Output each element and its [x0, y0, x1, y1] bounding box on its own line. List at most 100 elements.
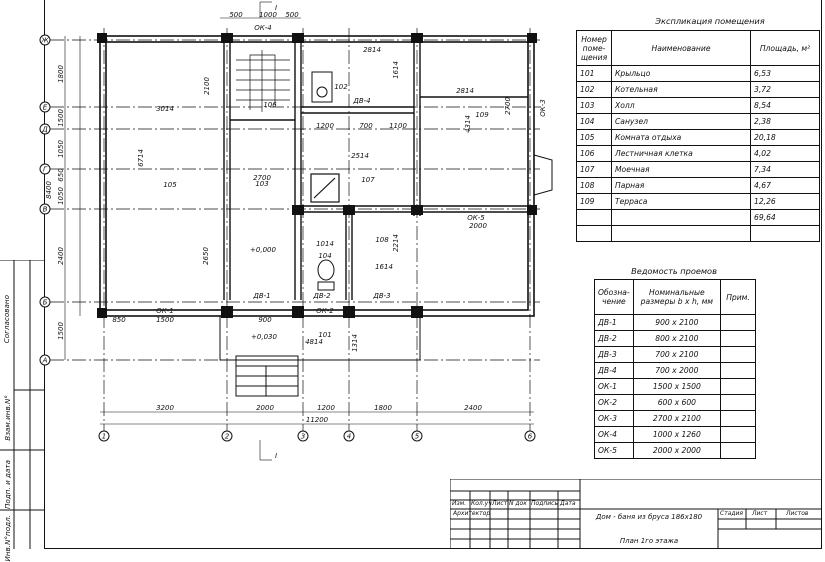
dim-6714: 6714 — [137, 149, 145, 167]
room-area: 4,02 — [750, 145, 820, 162]
opening-note — [720, 394, 756, 411]
dim-1614: 1614 — [375, 263, 393, 271]
door-dv3: ДВ-3 — [372, 292, 390, 300]
opening-note — [720, 378, 756, 395]
opening-note — [720, 426, 756, 443]
room-name: Терраса — [611, 193, 751, 210]
opening-note — [720, 346, 756, 363]
stamp-col-sign: Подпись — [531, 500, 558, 507]
room-tag-105: 105 — [163, 181, 177, 189]
opening-size: 1000 x 1260 — [632, 426, 722, 443]
top-dim-1: 500 — [229, 11, 243, 19]
dim-2814-right: 2814 — [456, 87, 474, 95]
blank-cell — [611, 225, 751, 242]
opening-size: 900 x 2100 — [632, 314, 722, 331]
door-dv4: ДВ-4 — [352, 97, 370, 105]
room-name: Крыльцо — [611, 65, 751, 82]
axis-label-2: 2 — [225, 433, 230, 441]
room-area: 4,67 — [750, 177, 820, 194]
axis-label-6: 6 — [528, 433, 533, 441]
stamp-sheets: Листов — [786, 510, 809, 517]
left-dim-1500: 1500 — [57, 109, 65, 127]
room-tag-104: 104 — [318, 252, 331, 260]
rooms-col-area: Площадь, м² — [750, 30, 820, 66]
level-plus-0000: +0,000 — [250, 246, 276, 254]
room-number: 104 — [576, 113, 612, 130]
room-area: 8,54 — [750, 97, 820, 114]
opening-size: 700 x 2100 — [632, 346, 722, 363]
top-dim-2: 1000 — [259, 11, 277, 19]
openings-col-mark: Обозна- чение — [594, 279, 634, 315]
opening-size: 1500 x 1500 — [632, 378, 722, 395]
opening-note — [720, 442, 756, 459]
room-number: 103 — [576, 97, 612, 114]
dim-2514: 2514 — [351, 152, 369, 160]
room-number: 106 — [576, 145, 612, 162]
room-number: 107 — [576, 161, 612, 178]
window-ok3: ОК-3 — [539, 99, 547, 116]
top-dim-3: 500 — [285, 11, 299, 19]
bottom-dim-3: 1200 — [317, 404, 335, 412]
stamp-sheet-name: План 1го этажа — [619, 537, 679, 545]
level-plus-0030: +0,030 — [251, 333, 277, 341]
opening-mark: ОК-2 — [594, 394, 634, 411]
room-tag-103: 103 — [255, 180, 268, 188]
table-row-total: 69,64 — [576, 209, 820, 226]
room-tag-109: 109 — [475, 111, 489, 119]
door-dv1: ДВ-1 — [252, 292, 270, 300]
dim-1014: 1014 — [316, 240, 334, 248]
axis-label-v: В — [43, 206, 48, 214]
stamp-col-date: Дата — [560, 500, 576, 507]
side-inv: Взам.инв.N° — [3, 395, 12, 441]
window-ok2: ОК-2 — [316, 307, 334, 315]
openings-table-title: Ведомость проемов — [631, 266, 717, 276]
opening-size: 2000 x 2000 — [632, 442, 722, 459]
room-tag-108: 108 — [375, 236, 389, 244]
axis-label-zh: Ж — [40, 37, 49, 45]
axis-label-d: Д — [41, 126, 48, 134]
room-name: Парная — [611, 177, 751, 194]
stamp-col-list: Лист — [492, 500, 508, 507]
left-dim-1050-a: 1050 — [57, 140, 65, 158]
axis-label-1: 1 — [102, 433, 106, 441]
room-area: 3,72 — [750, 81, 820, 98]
bottom-dim-2: 2000 — [256, 404, 274, 412]
dim-850: 850 — [112, 316, 126, 324]
room-name: Лестничная клетка — [611, 145, 751, 162]
dim-2000-ok5: 2000 — [469, 222, 487, 230]
side-inv-orig: Инв.N°подл. — [3, 515, 12, 562]
axis-label-b: Б — [43, 299, 48, 307]
room-name: Комната отдыха — [611, 129, 751, 146]
dim-1200: 1200 — [316, 122, 334, 130]
side-stamp: Согласовано Взам.инв.N° Подп. и дата Инв… — [0, 260, 44, 562]
axis-label-a: А — [42, 357, 48, 365]
room-area: 12,26 — [750, 193, 820, 210]
dim-900: 900 — [258, 316, 272, 324]
openings-col-note: Прим. — [720, 279, 756, 315]
room-name: Санузел — [611, 113, 751, 130]
left-dim-650: 650 — [57, 168, 65, 182]
opening-mark: ДВ-3 — [594, 346, 634, 363]
dim-1314: 1314 — [351, 334, 359, 352]
rooms-table: Номер поме- щения Наименование Площадь, … — [576, 30, 820, 242]
window-ok5: ОК-5 — [467, 214, 485, 222]
room-area: 20,18 — [750, 129, 820, 146]
opening-mark: ДВ-2 — [594, 330, 634, 347]
blank-cell — [576, 225, 612, 242]
opening-note — [720, 314, 756, 331]
door-dv2: ДВ-2 — [312, 292, 331, 300]
left-dim-1800: 1800 — [57, 65, 65, 83]
stamp-sheet: Лист — [752, 510, 768, 517]
window-ok1: ОК-1 — [156, 307, 173, 315]
room-number — [576, 209, 612, 226]
